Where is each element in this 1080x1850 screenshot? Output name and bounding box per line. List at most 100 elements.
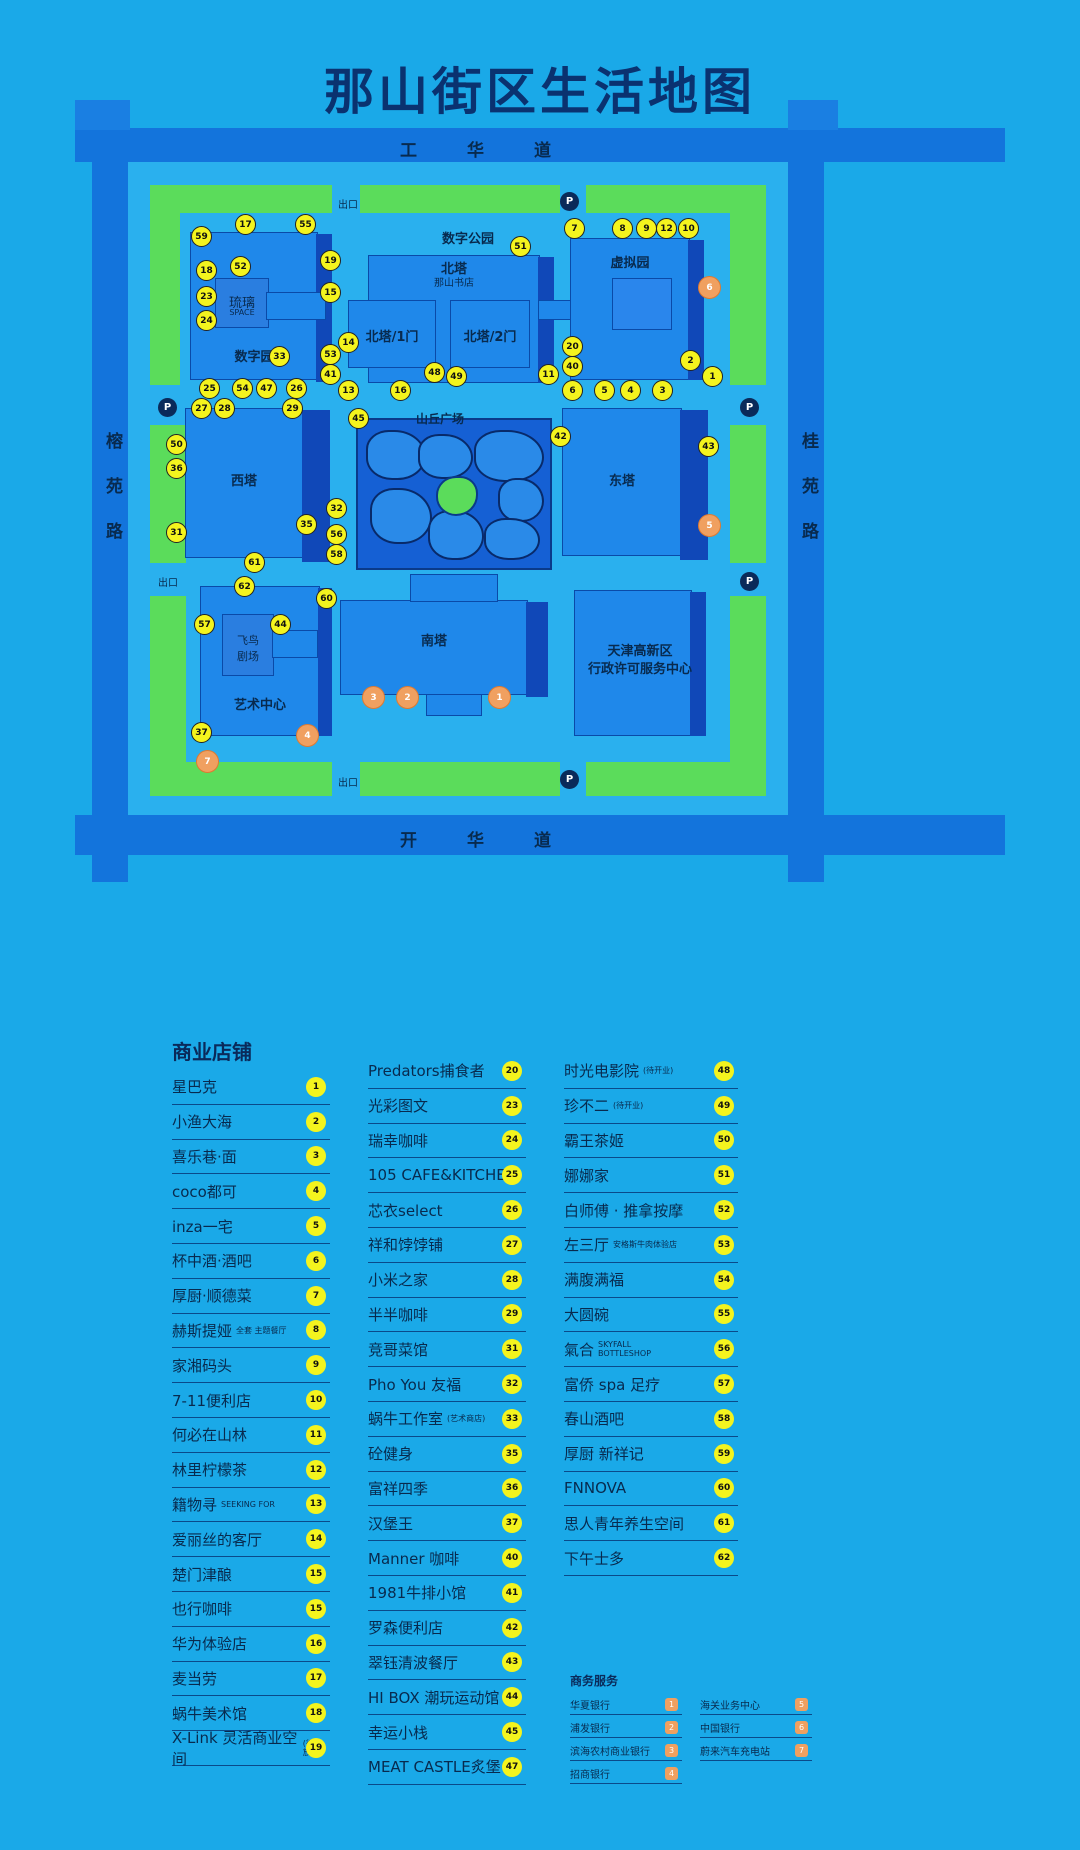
- building-south-tower[interactable]: [340, 600, 528, 695]
- building-glass-space[interactable]: [215, 278, 269, 328]
- map-pin-43[interactable]: 43: [698, 436, 719, 457]
- service-pin-6[interactable]: 6: [698, 276, 721, 299]
- map-pin-18[interactable]: 18: [196, 260, 217, 281]
- map-pin-3[interactable]: 3: [652, 380, 673, 401]
- map-pin-15[interactable]: 15: [320, 282, 341, 303]
- map-pin-32[interactable]: 32: [326, 498, 347, 519]
- building-north-gate1[interactable]: [348, 300, 436, 368]
- service-pin-7[interactable]: 7: [196, 750, 219, 773]
- map-pin-58[interactable]: 58: [326, 544, 347, 565]
- map-pin-50[interactable]: 50: [166, 434, 187, 455]
- building-admin-center[interactable]: [574, 590, 692, 736]
- map-pin-61[interactable]: 61: [244, 552, 265, 573]
- map-pin-40[interactable]: 40: [562, 356, 583, 377]
- map-pin-49[interactable]: 49: [446, 366, 467, 387]
- building-east-tower[interactable]: [562, 408, 682, 556]
- map-pin-44[interactable]: 44: [270, 614, 291, 635]
- map-pin-5[interactable]: 5: [594, 380, 615, 401]
- map-pin-62[interactable]: 62: [234, 576, 255, 597]
- map-pin-56[interactable]: 56: [326, 524, 347, 545]
- map-pin-54[interactable]: 54: [232, 378, 253, 399]
- map-pin-17[interactable]: 17: [235, 214, 256, 235]
- map-pin-2[interactable]: 2: [680, 350, 701, 371]
- map-pin-42[interactable]: 42: [550, 426, 571, 447]
- map-pin-7[interactable]: 7: [564, 218, 585, 239]
- map-pin-33[interactable]: 33: [269, 346, 290, 367]
- map-pin-45[interactable]: 45: [348, 408, 369, 429]
- map-pin-27[interactable]: 27: [191, 398, 212, 419]
- building-theater[interactable]: [222, 614, 274, 676]
- building-north-gate2[interactable]: [450, 300, 530, 368]
- map-pin-55[interactable]: 55: [295, 214, 316, 235]
- map-pin-12[interactable]: 12: [656, 218, 677, 239]
- shop-list-item[interactable]: 珍不二(待开业)49: [564, 1089, 738, 1124]
- map-pin-11[interactable]: 11: [538, 364, 559, 385]
- map-pin-16[interactable]: 16: [390, 380, 411, 401]
- map-pin-26[interactable]: 26: [286, 378, 307, 399]
- map-pin-4[interactable]: 4: [620, 380, 641, 401]
- shop-list-item[interactable]: 蜗牛工作室(艺术商店)33: [368, 1402, 526, 1437]
- map-pin-24[interactable]: 24: [196, 310, 217, 331]
- map-pin-60[interactable]: 60: [316, 588, 337, 609]
- map-pin-9[interactable]: 9: [636, 218, 657, 239]
- shop-list-item[interactable]: X-Link 灵活商业空间(待开放)19: [172, 1729, 330, 1768]
- service-pin-3[interactable]: 3: [362, 686, 385, 709]
- map-pin-13[interactable]: 13: [338, 380, 359, 401]
- service-pin-1[interactable]: 1: [488, 686, 511, 709]
- map-pin-6[interactable]: 6: [562, 380, 583, 401]
- map-pin-10[interactable]: 10: [678, 218, 699, 239]
- service-pin-5[interactable]: 5: [698, 514, 721, 537]
- map-pin-47[interactable]: 47: [256, 378, 277, 399]
- shop-list-item[interactable]: 时光电影院(待开业)48: [564, 1054, 738, 1089]
- map-pin-20[interactable]: 20: [562, 336, 583, 357]
- service-pin-4[interactable]: 4: [296, 724, 319, 747]
- map-pin-8[interactable]: 8: [612, 218, 633, 239]
- map-pin-48[interactable]: 48: [424, 362, 445, 383]
